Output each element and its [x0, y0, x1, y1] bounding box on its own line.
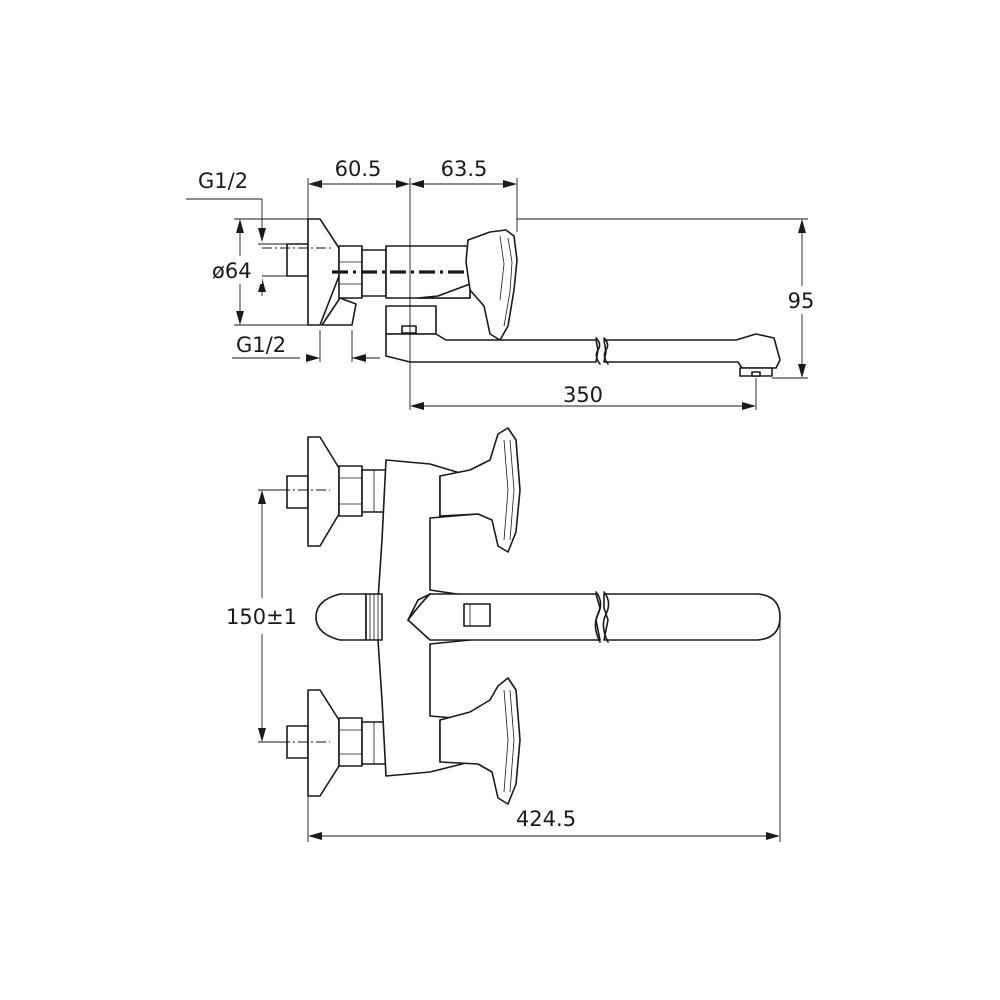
spout-end: [603, 593, 781, 641]
dim-63-5: 63.5: [441, 157, 488, 181]
lower-hex-nut: [338, 717, 363, 767]
side-outlet-cap: [401, 325, 417, 334]
dim-95: 95: [788, 289, 815, 313]
diverter-knob: [315, 593, 367, 641]
dim-g12-top: G1/2: [198, 169, 248, 193]
dim-g12-bottom: G1/2: [236, 333, 286, 357]
upper-hex-nut: [338, 465, 363, 517]
spout-badge: [463, 603, 491, 627]
spout-top: [407, 593, 601, 641]
side-dimensions: 60.5 63.5 G1/2 ø64 G1/2: [186, 157, 820, 410]
side-inlet-stub: [286, 243, 309, 277]
dim-o64: ø64: [212, 259, 252, 283]
upper-lever-handle: [439, 427, 521, 553]
side-spout-tip: [603, 333, 781, 369]
dim-350: 350: [563, 383, 603, 407]
side-view: [262, 218, 781, 377]
upper-wall-flange: [307, 436, 340, 547]
lower-wall-flange: [307, 689, 340, 797]
front-view: [286, 427, 781, 805]
side-spout: [385, 333, 599, 363]
upper-inlet-stub: [286, 475, 309, 509]
dim-60-5: 60.5: [335, 157, 382, 181]
lower-lever-handle: [439, 677, 521, 805]
dim-150: 150±1: [226, 605, 297, 629]
dim-424-5: 424.5: [516, 807, 576, 831]
side-hex-nut: [338, 245, 363, 299]
side-nut-tab: [321, 297, 357, 326]
front-dimensions: 150±1 424.5: [222, 489, 781, 842]
side-lever-handle: [465, 229, 518, 341]
